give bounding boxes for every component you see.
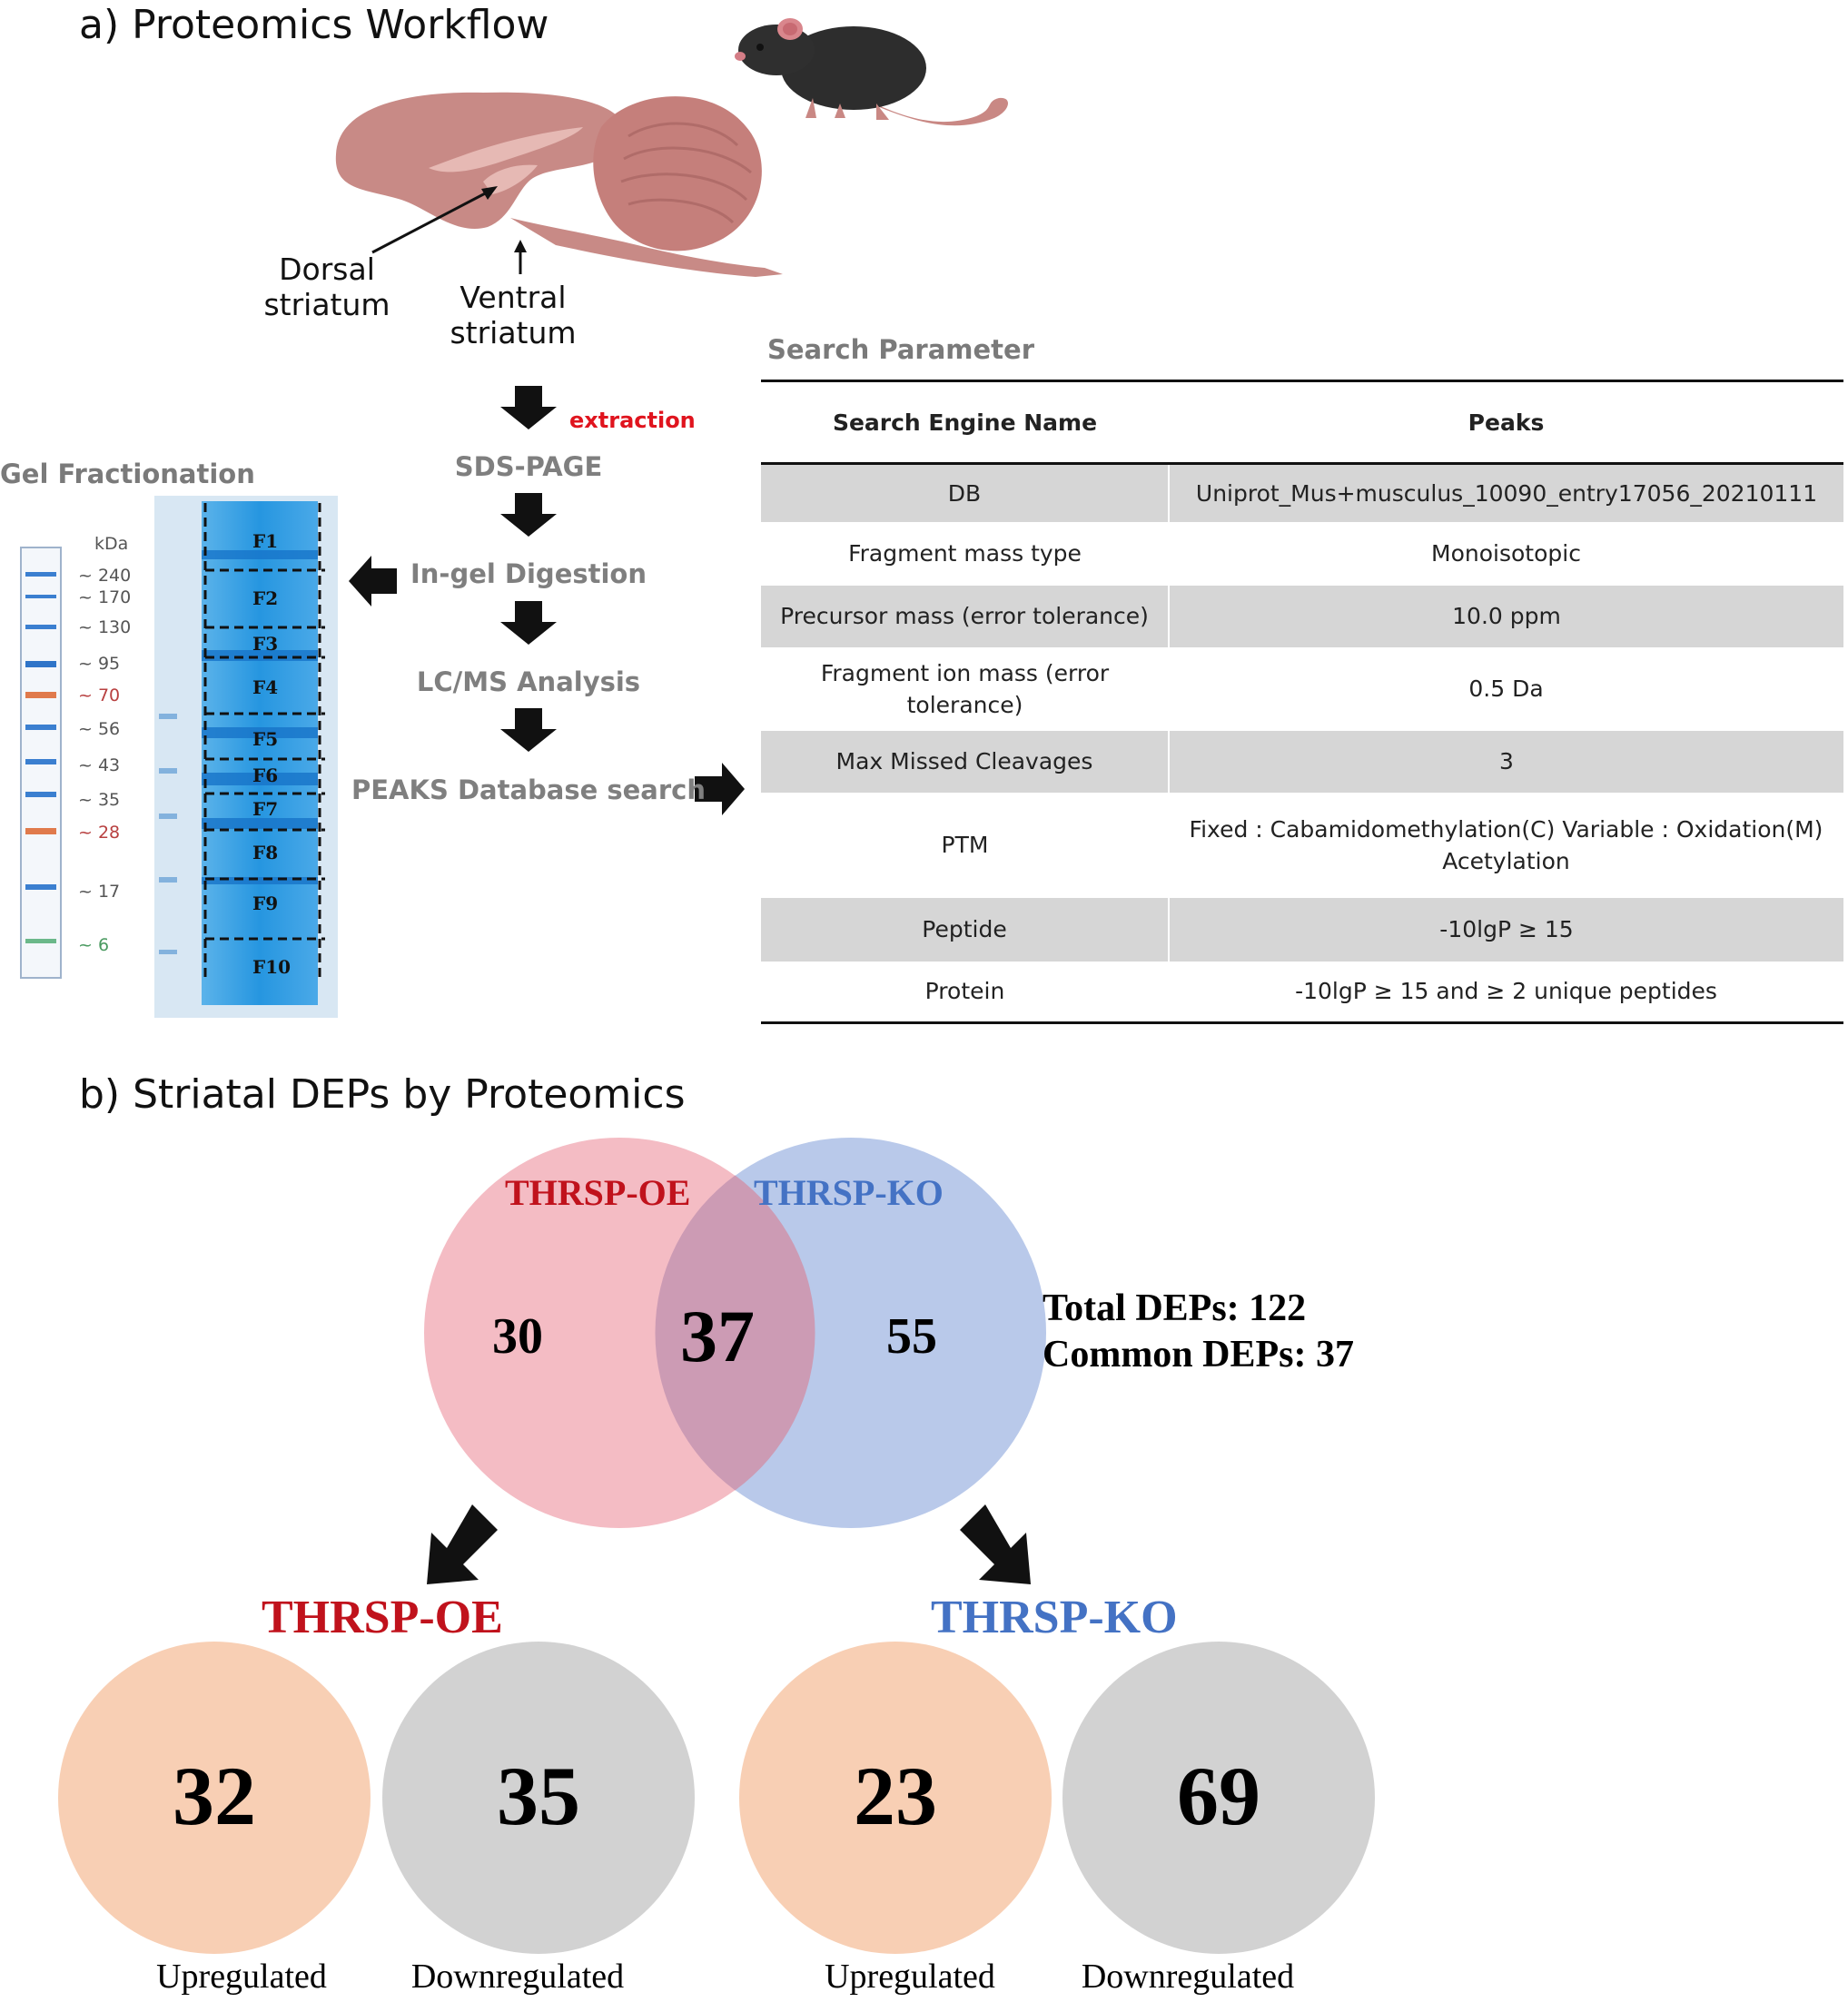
step-lcms-analysis: LC/MS Analysis [416, 666, 641, 697]
venn-oe-only-count: 30 [492, 1308, 543, 1365]
mouse-illustration [735, 18, 1009, 126]
search-parameter-title: Search Parameter [767, 334, 1034, 365]
extraction-label: extraction [569, 408, 696, 433]
search-parameter-table: Search Engine Name Peaks DB Uniprot_Mus+… [761, 380, 1843, 1024]
venn-common-count: 37 [680, 1295, 755, 1377]
left-arrow-gel [349, 556, 397, 607]
step-sds-page: SDS-PAGE [454, 451, 603, 482]
ladder-mark: ~ 130 [78, 617, 132, 637]
ko-down-label: Downregulated [1081, 1958, 1295, 1996]
table-cell: -10lgP ≥ 15 [1169, 897, 1843, 962]
workflow-arrows [349, 386, 745, 815]
table-row: Max Missed Cleavages 3 [761, 730, 1843, 793]
gel-fractionation-title: Gel Fractionation [0, 459, 255, 489]
brain-pointers [371, 186, 527, 274]
oe-down-circle [382, 1642, 695, 1954]
table-cell: Precursor mass (error tolerance) [761, 585, 1170, 647]
table-row: PTM Fixed : Cabamidomethylation(C) Varia… [761, 793, 1843, 898]
table-cell: 3 [1169, 730, 1843, 793]
ladder-mark: ~ 35 [78, 790, 121, 810]
venn-oe-label: THRSP-OE [505, 1172, 691, 1213]
table-cell: Fragment mass type [848, 540, 1082, 567]
fraction-label: F5 [252, 728, 279, 750]
fraction-label: F3 [252, 633, 279, 655]
oe-up-label: Upregulated [156, 1958, 327, 1996]
table-row: DB Uniprot_Mus+musculus_10090_entry17056… [761, 463, 1843, 522]
table-row: Fragment ion mass (error tolerance) 0.5 … [761, 647, 1843, 731]
ko-up-circle [739, 1642, 1052, 1954]
table-cell: PTM [941, 832, 989, 858]
total-deps: Total DEPs: 122 [1043, 1287, 1307, 1329]
oe-down-count: 35 [497, 1750, 580, 1842]
fraction-label: F10 [252, 956, 292, 978]
table-cell: Fixed : Cabamidomethylation(C) Variable … [1189, 815, 1823, 874]
table-header-cell: Peaks [1169, 380, 1843, 465]
ladder-mark: ~ 6 [78, 935, 110, 955]
fraction-label: F9 [252, 893, 279, 914]
table-cell: 0.5 Da [1468, 676, 1544, 702]
fraction-label: F6 [252, 764, 279, 786]
down-arrow-1 [500, 386, 557, 429]
table-header-cell: Search Engine Name [761, 380, 1169, 465]
table-cell: Protein [761, 961, 1169, 1024]
table-row: Precursor mass (error tolerance) 10.0 pp… [761, 585, 1843, 647]
ladder-mark: ~ 56 [78, 719, 121, 739]
ladder-unit: kDa [94, 534, 129, 554]
down-arrow-4 [500, 708, 557, 752]
step-in-gel-digestion: In-gel Digestion [410, 558, 647, 589]
step-peaks-search: PEAKS Database search [351, 774, 707, 805]
venn-ko-label: THRSP-KO [754, 1172, 944, 1213]
fraction-label: F8 [252, 842, 279, 863]
brain-illustration [335, 92, 783, 277]
common-deps: Common DEPs: 37 [1043, 1334, 1354, 1376]
fraction-label: F7 [252, 798, 279, 820]
ko-down-count: 69 [1177, 1750, 1260, 1842]
group-oe-title: THRSP-OE [262, 1592, 503, 1643]
dorsal-striatum-label: Dorsal striatum [263, 251, 390, 322]
ventral-striatum-label: Ventral striatum [450, 280, 577, 350]
table-row: Peptide -10lgP ≥ 15 [761, 897, 1843, 962]
table-row: Protein -10lgP ≥ 15 and ≥ 2 unique pepti… [761, 961, 1843, 1024]
table-row: Fragment mass type Monoisotopic [761, 522, 1843, 586]
table-cell: Peptide [761, 897, 1170, 962]
ladder-mark: ~ 240 [78, 566, 132, 586]
table-cell: -10lgP ≥ 15 and ≥ 2 unique peptides [1169, 961, 1843, 1024]
table-cell: 10.0 ppm [1169, 585, 1843, 647]
venn-diagram [424, 1138, 1046, 1584]
fraction-label: F4 [252, 676, 279, 698]
venn-overlap [655, 1175, 815, 1491]
oe-up-circle [58, 1642, 371, 1954]
ko-up-label: Upregulated [825, 1958, 995, 1996]
table-cell: Monoisotopic [1431, 540, 1581, 567]
table-cell: Fragment ion mass (error tolerance) [820, 659, 1110, 718]
ladder-mark: ~ 70 [78, 685, 121, 705]
table-cell: DB [761, 463, 1170, 522]
venn-arrow-left [427, 1504, 498, 1584]
table-header-row: Search Engine Name Peaks [761, 380, 1843, 465]
ladder-mark: ~ 95 [78, 654, 121, 674]
table-cell: Uniprot_Mus+musculus_10090_entry17056_20… [1169, 463, 1843, 522]
ladder-mark: ~ 43 [78, 755, 121, 775]
table-cell: Max Missed Cleavages [761, 730, 1170, 793]
ladder-mark: ~ 170 [78, 587, 132, 607]
right-arrow-table [695, 763, 745, 815]
ko-down-circle [1062, 1642, 1375, 1954]
oe-up-count: 32 [173, 1750, 256, 1842]
fraction-label: F1 [252, 530, 279, 552]
regulation-circles [58, 1642, 1375, 1954]
gel-image [154, 496, 338, 1018]
panel-a-heading: a) Proteomics Workflow [79, 2, 549, 48]
oe-down-label: Downregulated [410, 1958, 625, 1996]
down-arrow-3 [500, 601, 557, 645]
protein-ladder [20, 547, 62, 979]
ko-up-count: 23 [854, 1750, 937, 1842]
ladder-mark: ~ 17 [78, 882, 121, 902]
group-ko-title: THRSP-KO [931, 1592, 1178, 1643]
venn-ko-only-count: 55 [886, 1308, 937, 1365]
ladder-mark: ~ 28 [78, 823, 121, 843]
down-arrow-2 [500, 493, 557, 537]
fraction-label: F2 [252, 587, 279, 609]
venn-arrow-right [960, 1504, 1031, 1584]
panel-b-heading: b) Striatal DEPs by Proteomics [79, 1071, 686, 1118]
